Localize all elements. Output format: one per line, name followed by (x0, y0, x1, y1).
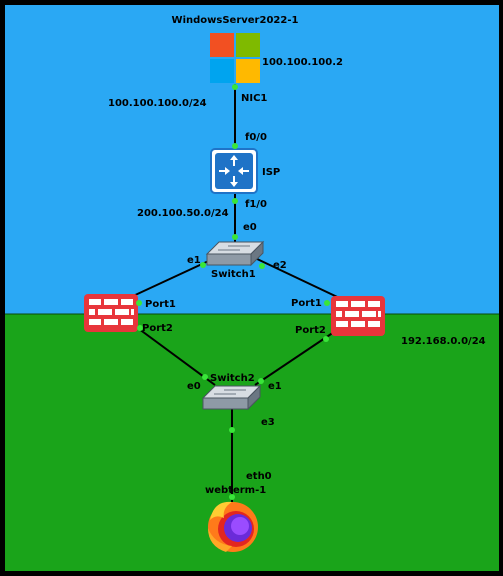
port-dot (229, 494, 235, 500)
port-label-fwleft-port2: Port2 (142, 323, 173, 334)
port-label-sw1-e2: e2 (273, 260, 287, 271)
port-label-isp-f1: f1/0 (245, 199, 267, 210)
switch2-icon[interactable] (201, 384, 262, 411)
port-label-sw2-e1: e1 (268, 381, 282, 392)
switch1-icon[interactable] (205, 240, 265, 267)
port-dot (232, 198, 238, 204)
server-ip-label: 100.100.100.2 (262, 57, 343, 68)
network-label-lan: 192.168.0.0/24 (401, 336, 486, 347)
port-dot (137, 325, 143, 331)
port-dot (136, 300, 142, 306)
router-icon[interactable] (210, 148, 258, 194)
port-dot (200, 262, 206, 268)
port-label-fwright-port1: Port1 (291, 298, 322, 309)
switch1-label: Switch1 (211, 269, 256, 280)
port-dot (232, 143, 238, 149)
firefox-icon[interactable] (208, 501, 258, 552)
isp-label: ISP (262, 167, 280, 178)
port-dot (232, 234, 238, 240)
network-label-wan-mid: 200.100.50.0/24 (137, 208, 229, 219)
port-dot (202, 374, 208, 380)
link-switch1-fwright (254, 257, 351, 304)
port-dot (232, 84, 238, 90)
switch2-label: Switch2 (210, 373, 255, 384)
port-dots (136, 84, 330, 500)
port-label-sw2-e3: e3 (261, 417, 275, 428)
port-label-fwleft-port1: Port1 (145, 299, 176, 310)
port-dot (323, 336, 329, 342)
port-dot (259, 263, 265, 269)
webterm-label: webterm-1 (205, 485, 266, 496)
port-label-sw2-e0: e0 (187, 381, 201, 392)
port-label-sw1-e1: e1 (187, 255, 201, 266)
port-label-nic1: NIC1 (241, 93, 267, 104)
port-dot (324, 300, 330, 306)
port-label-isp-f0: f0/0 (245, 132, 267, 143)
port-label-fwright-port2: Port2 (295, 325, 326, 336)
link-fwleft-switch2 (134, 325, 216, 386)
windows-logo-icon[interactable] (210, 33, 260, 83)
port-dot (258, 378, 264, 384)
port-label-sw1-e0: e0 (243, 222, 257, 233)
network-label-wan-top: 100.100.100.0/24 (108, 98, 207, 109)
server-label: WindowsServer2022-1 (172, 15, 299, 26)
firewall-left-icon[interactable] (84, 294, 138, 332)
port-dot (229, 427, 235, 433)
port-label-webterm-eth0: eth0 (246, 471, 272, 482)
firewall-right-icon[interactable] (331, 296, 385, 336)
